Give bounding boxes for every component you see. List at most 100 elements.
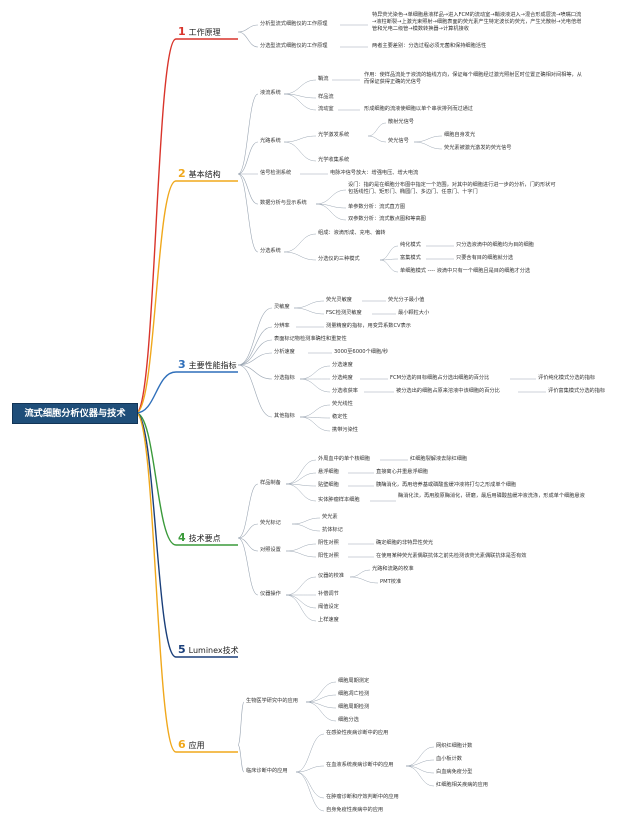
connector (299, 378, 331, 393)
node-fsc-sensitivity-desc: 最小颗粒大小 (398, 310, 430, 316)
node-sorting-yield: 分选收获率 (332, 388, 358, 394)
connector (285, 472, 317, 485)
node-sample-prep: 样品制备 (260, 480, 281, 486)
node-threshold: 阈值设定 (318, 604, 339, 610)
node-leukemia-typing: 白血病免疫分型 (436, 769, 473, 775)
node-sensitivity: 灵敏度 (274, 304, 290, 310)
connector (237, 307, 273, 366)
node-yield-eval: 评价富集模式分选的指标 (548, 388, 606, 394)
node-fluorescence-linearity: 荧光线性 (332, 401, 353, 407)
connector (237, 364, 273, 380)
node-negative-control: 阴性对照 (318, 540, 339, 546)
connector (237, 744, 245, 773)
node-sorting-principle: 分选型流式细胞仪的工作原理 (260, 43, 328, 49)
branch-number: 3 (178, 358, 186, 371)
branch-number: 1 (178, 25, 186, 38)
node-labeled-fluorescence: 荧光素被激光激发的荧光信号 (444, 145, 512, 151)
node-biomedical-research: 生物医学研究中的应用 (246, 698, 298, 704)
node-sorting-indices: 分选指标 (274, 375, 295, 381)
node-flow-chamber-desc: 形成细胞的流液使细胞以单个串状排列而过通过 (364, 106, 473, 112)
node-sheath-flow: 鞘流 (318, 76, 329, 82)
node-fsc-sensitivity: FSC检测灵敏度 (326, 310, 362, 316)
node-stability: 稳定性 (332, 414, 348, 420)
connector (285, 543, 317, 552)
node-apoptosis: 细胞凋亡检测 (338, 691, 370, 697)
node-other-indices: 其他指标 (274, 413, 295, 419)
node-pmt-calibration: PMT校准 (380, 579, 402, 585)
connector (413, 135, 443, 143)
node-enrich-mode-desc: 只要含有目的细胞就分选 (456, 255, 514, 261)
node-enrich-mode: 富集模式 (400, 255, 421, 261)
connector (305, 701, 337, 722)
node-pbmc-desc: 红细胞裂解液去除红细胞 (410, 456, 468, 462)
node-controls: 对照设置 (260, 547, 281, 553)
node-analytic-principle: 分析型流式细胞仪的工作原理 (260, 21, 328, 27)
connector (405, 759, 435, 767)
node-carryover: 携带污染性 (332, 427, 358, 433)
connector (237, 364, 273, 418)
connector (293, 307, 325, 315)
node-fluorescence-sensitivity-desc: 荧光分子最小值 (388, 297, 425, 303)
connector (295, 771, 325, 812)
node-antibody-labeling: 抗体标记 (322, 527, 343, 533)
connector (315, 189, 347, 205)
node-optical-collection: 光学收集系统 (318, 157, 350, 163)
node-reticulocyte-count: 网织红细胞计数 (436, 743, 473, 749)
node-optical-fluidic-calibration: 光路和流路的校准 (372, 566, 414, 572)
node-solid-tumor: 实体肿瘤样本细胞 (318, 497, 360, 503)
connector (305, 694, 337, 703)
node-negative-control-desc: 确定细胞的非特异性荧光 (376, 540, 434, 546)
connector (349, 576, 379, 584)
connector (237, 173, 259, 253)
connector (285, 483, 317, 487)
node-clinical-diagnosis: 临床诊断中的应用 (246, 768, 288, 774)
node-solid-tumor-desc: 酶消化法，再用胶原酶消化，研磨，最后用磷酸盐缓冲液洗涤，形成单个细胞悬液 (398, 493, 585, 499)
node-sorting-speed: 分选速度 (332, 362, 353, 368)
node-suspension-cells: 悬浮细胞 (318, 469, 339, 475)
node-sorting-purity: 分选纯度 (332, 375, 353, 381)
connector (283, 135, 317, 143)
node-analytic-principle-desc: 特异荧光染色→单细胞悬液样品→进入FCM的流动室→鞘液液进入→混合形成层流→喷嘴… (372, 12, 582, 33)
connector (299, 365, 331, 380)
connector (349, 569, 371, 578)
connector (237, 537, 259, 552)
connector (367, 135, 387, 143)
connector (379, 259, 399, 273)
connector (285, 594, 317, 609)
root-branch-link (135, 412, 177, 546)
connector (283, 233, 317, 253)
connector (237, 24, 259, 33)
connector (291, 523, 321, 532)
connector (285, 459, 317, 485)
connector (237, 326, 273, 366)
connector (237, 537, 259, 596)
node-sample-speed: 上样速度 (318, 617, 339, 623)
node-optical-excitation: 光学激发系统 (318, 132, 350, 138)
connector (315, 203, 347, 221)
connector (285, 483, 317, 502)
connector (285, 550, 317, 558)
node-data-analysis: 数据分析与显示系统 (260, 200, 307, 206)
node-signal-detection: 信号检测系统 (260, 170, 292, 176)
node-rbc-disease: 红细胞相关疾病的应用 (436, 782, 488, 788)
node-positive-control: 阳性对照 (318, 553, 339, 559)
node-three-modes: 分选仪的三种模式 (318, 256, 360, 262)
connector (237, 141, 259, 175)
node-compensation: 补偿调节 (318, 591, 339, 597)
node-calibration: 仪器的校准 (318, 573, 344, 579)
node-sorting-components: 组成：液滴形成、充电、偏转 (318, 230, 386, 236)
connector (413, 141, 443, 150)
node-purity-mode: 纯化模式 (400, 242, 421, 248)
connector (237, 93, 259, 175)
connector (295, 765, 325, 773)
connector (283, 79, 317, 95)
node-purity-eval: 评价纯化模式分选的指标 (538, 375, 596, 381)
node-cell-sorting: 细胞分选 (338, 717, 359, 723)
node-flow-chamber: 流动室 (318, 106, 334, 112)
connector (237, 701, 245, 746)
